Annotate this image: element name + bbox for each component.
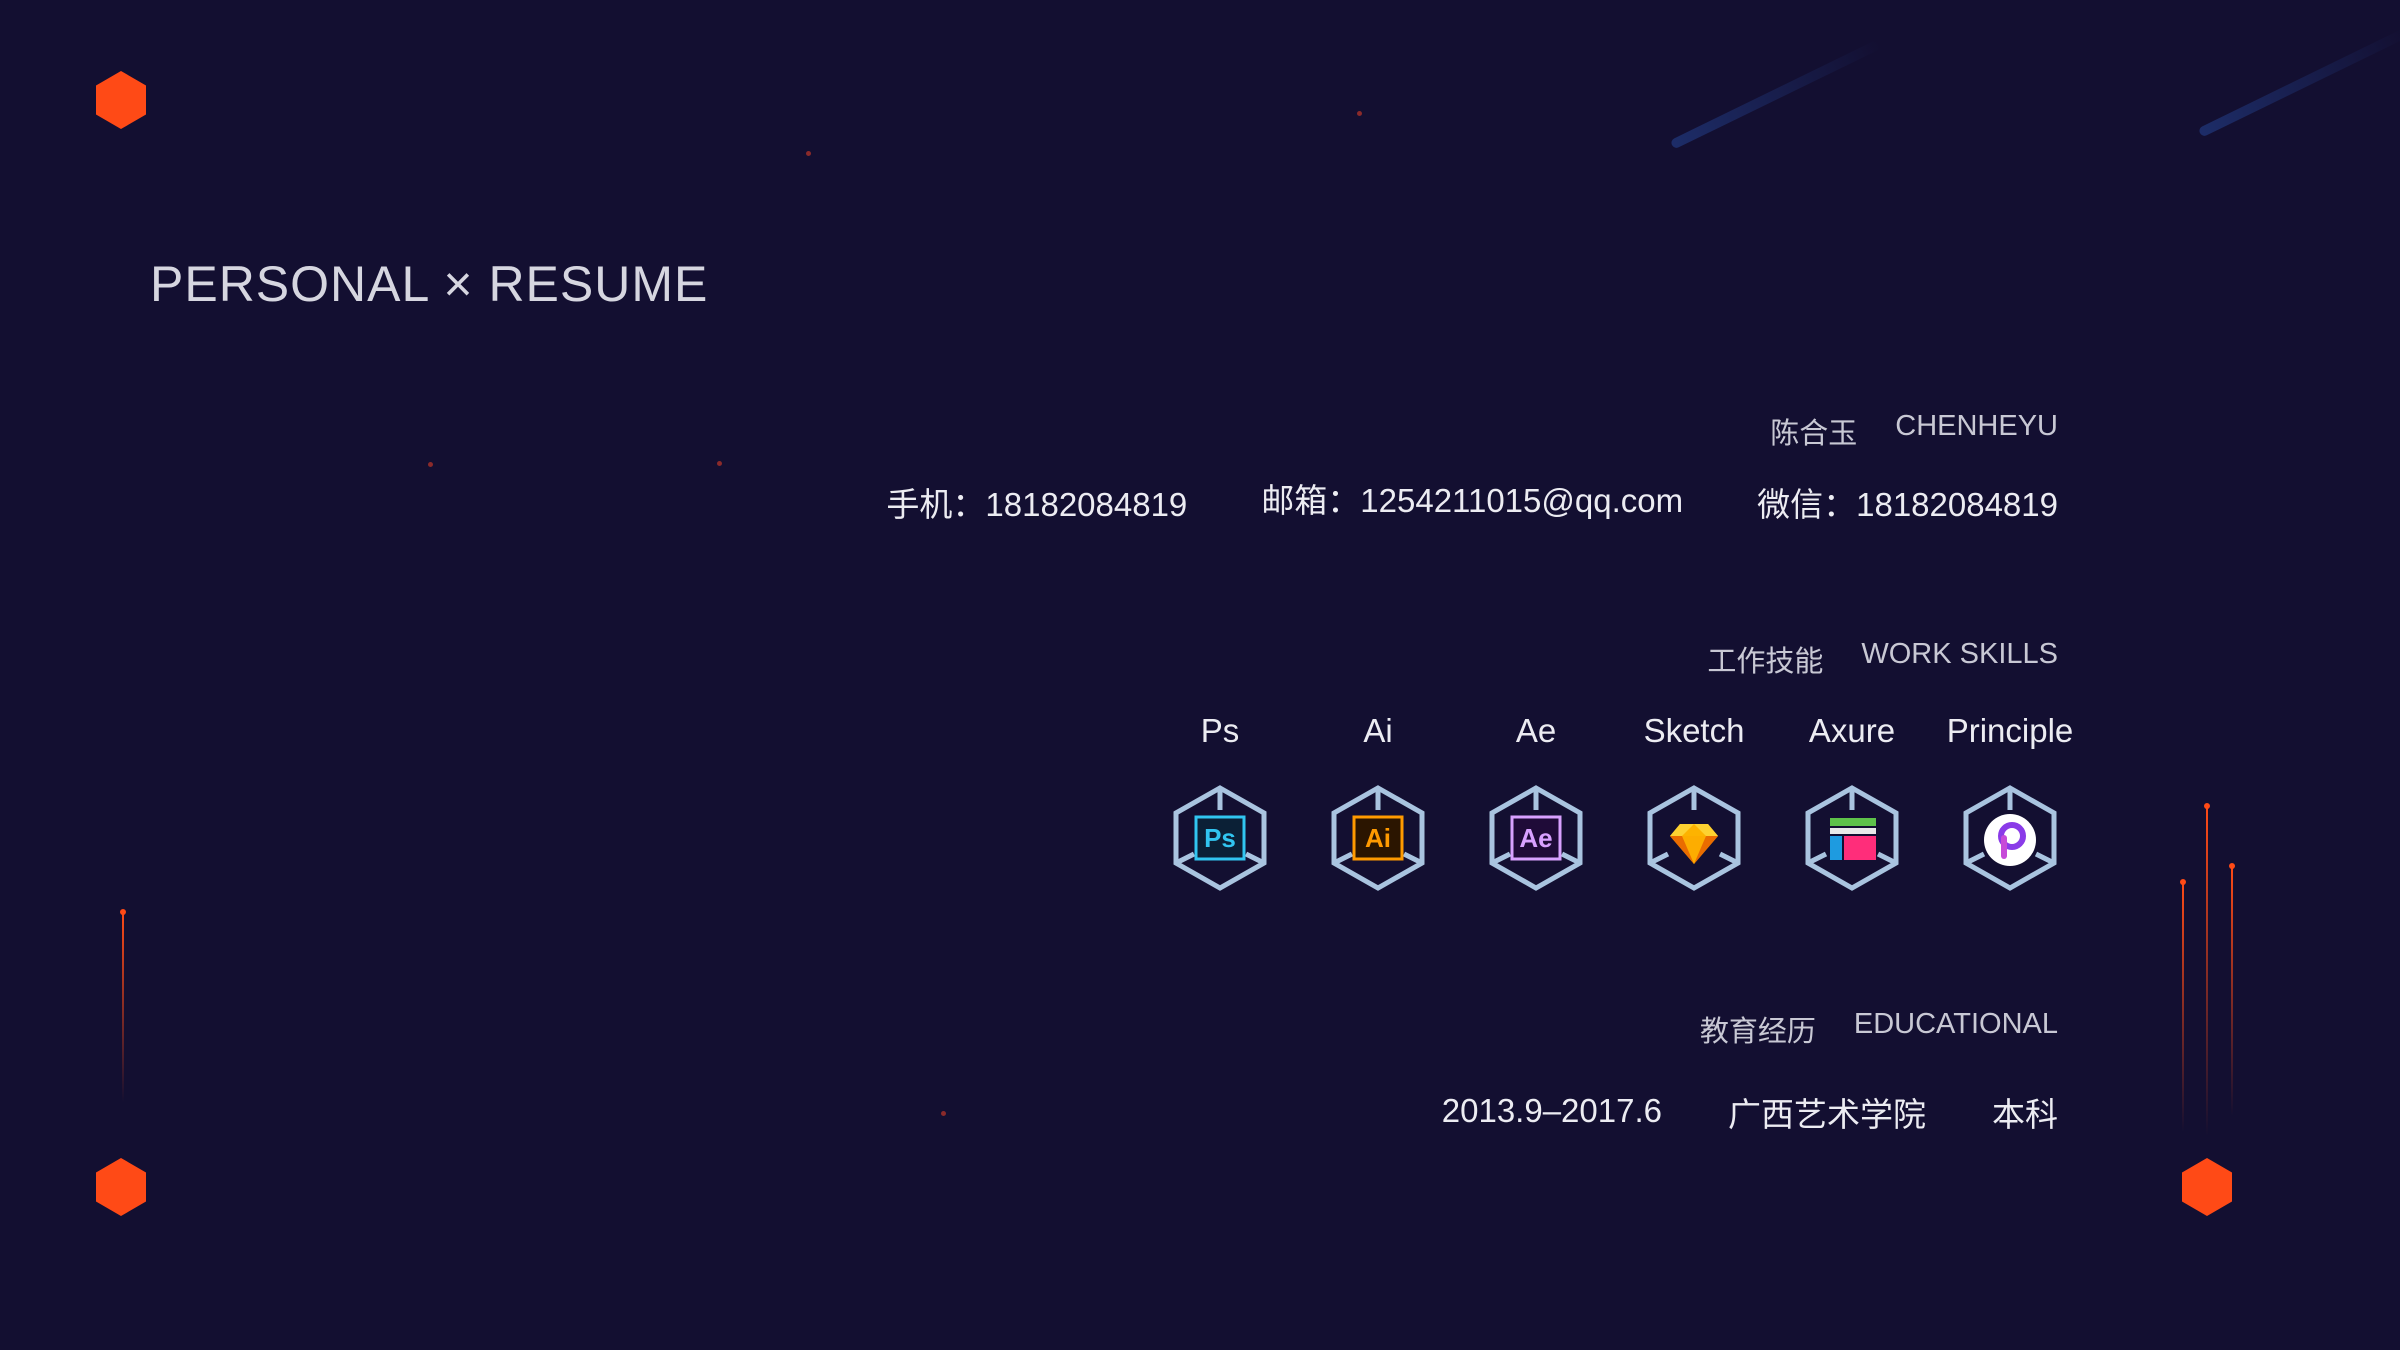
page-title: PERSONAL × RESUME <box>150 256 709 312</box>
star-dot <box>1357 111 1362 116</box>
education-school: 广西艺术学院 <box>1728 1096 1926 1133</box>
skill-label: Ai <box>1363 712 1393 749</box>
contact-email: 邮箱：1254211015@qq.com <box>1261 482 1684 519</box>
light-line <box>2229 863 2235 1116</box>
star-dot <box>428 462 433 467</box>
skills-heading-cn: 工作技能 <box>1707 646 1824 678</box>
skill-after-effects: Ae Ae <box>1488 712 1584 892</box>
hexagon-decoration-bottom-right <box>2182 1158 2232 1216</box>
light-line <box>2180 879 2186 1132</box>
star-dot <box>717 461 722 466</box>
skill-photoshop: Ps Ps <box>1172 712 1268 892</box>
profile-name: 陈合玉 CHENHEYU <box>1770 410 2058 452</box>
skills-heading-en: WORK SKILLS <box>1861 638 2058 670</box>
light-line <box>2204 803 2210 1136</box>
skills-list: Ps Ps Ai Ai Ae Ae <box>1172 712 2073 892</box>
svg-text:Ae: Ae <box>1519 823 1552 853</box>
skill-principle: Principle <box>1947 712 2073 892</box>
svg-text:Ai: Ai <box>1365 823 1391 853</box>
contact-info: 手机：18182084819 邮箱：1254211015@qq.com 微信：1… <box>886 478 2058 526</box>
sketch-icon <box>1647 785 1741 891</box>
name-en: CHENHEYU <box>1895 410 2058 442</box>
after-effects-icon: Ae <box>1489 785 1583 891</box>
meteor-streak <box>1669 39 1881 150</box>
education-heading: 教育经历 EDUCATIONAL <box>1700 1008 2058 1050</box>
meteor-streak <box>2197 27 2400 138</box>
skills-heading: 工作技能 WORK SKILLS <box>1707 638 2058 680</box>
light-line <box>120 909 126 1102</box>
hexagon-decoration-top-left <box>96 71 146 129</box>
education-period: 2013.9–2017.6 <box>1441 1092 1662 1129</box>
illustrator-icon: Ai <box>1331 785 1425 891</box>
education-info: 2013.9–2017.6 广西艺术学院 本科 <box>1442 1088 2058 1136</box>
skill-label: Axure <box>1808 712 1896 749</box>
contact-phone: 手机：18182084819 <box>886 486 1188 523</box>
skill-label: Principle <box>1946 712 2074 749</box>
skill-sketch: Sketch <box>1643 712 1745 892</box>
skill-label: Ae <box>1515 712 1557 749</box>
skill-label: Ps <box>1200 712 1240 749</box>
svg-text:Ps: Ps <box>1204 823 1236 853</box>
skill-illustrator: Ai Ai <box>1330 712 1426 892</box>
education-heading-en: EDUCATIONAL <box>1853 1008 2058 1040</box>
star-dot <box>806 151 811 156</box>
axure-icon <box>1805 785 1899 891</box>
skill-axure: Axure <box>1804 712 1900 892</box>
contact-wechat: 微信：18182084819 <box>1757 486 2058 523</box>
education-degree: 本科 <box>1992 1096 2058 1133</box>
hexagon-decoration-bottom-left <box>96 1158 146 1216</box>
skill-label: Sketch <box>1643 712 1745 749</box>
name-cn: 陈合玉 <box>1770 418 1858 450</box>
star-dot <box>941 1111 946 1116</box>
photoshop-icon: Ps <box>1173 785 1267 891</box>
principle-icon <box>1963 785 2057 891</box>
education-heading-cn: 教育经历 <box>1699 1016 1816 1048</box>
